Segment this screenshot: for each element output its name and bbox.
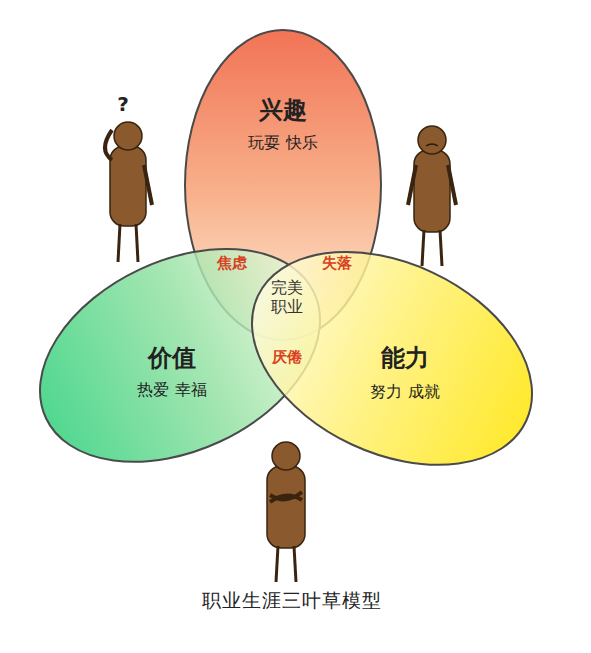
circle-body: 玩耍 快乐 <box>248 133 317 152</box>
sad-figure <box>408 126 456 266</box>
circle-heading: 能力 <box>381 344 429 373</box>
puzzled-figure <box>105 122 152 262</box>
question-mark: ? <box>117 92 129 116</box>
circle-heading: 价值 <box>148 344 196 373</box>
overlap-label: 厌倦 <box>272 348 302 366</box>
ellipse-shape <box>6 206 355 503</box>
center-label: 完美 职业 <box>269 278 306 316</box>
circle-heading: 兴趣 <box>259 96 307 125</box>
arms-crossed-figure <box>267 442 305 582</box>
overlap-label: 焦虑 <box>217 254 247 272</box>
circle-body: 热爱 幸福 <box>137 380 206 399</box>
circle-body: 努力 成就 <box>370 382 439 401</box>
ellipse-shape <box>218 209 567 506</box>
overlap-label: 失落 <box>322 254 352 272</box>
diagram-caption: 职业生涯三叶草模型 <box>202 589 382 612</box>
